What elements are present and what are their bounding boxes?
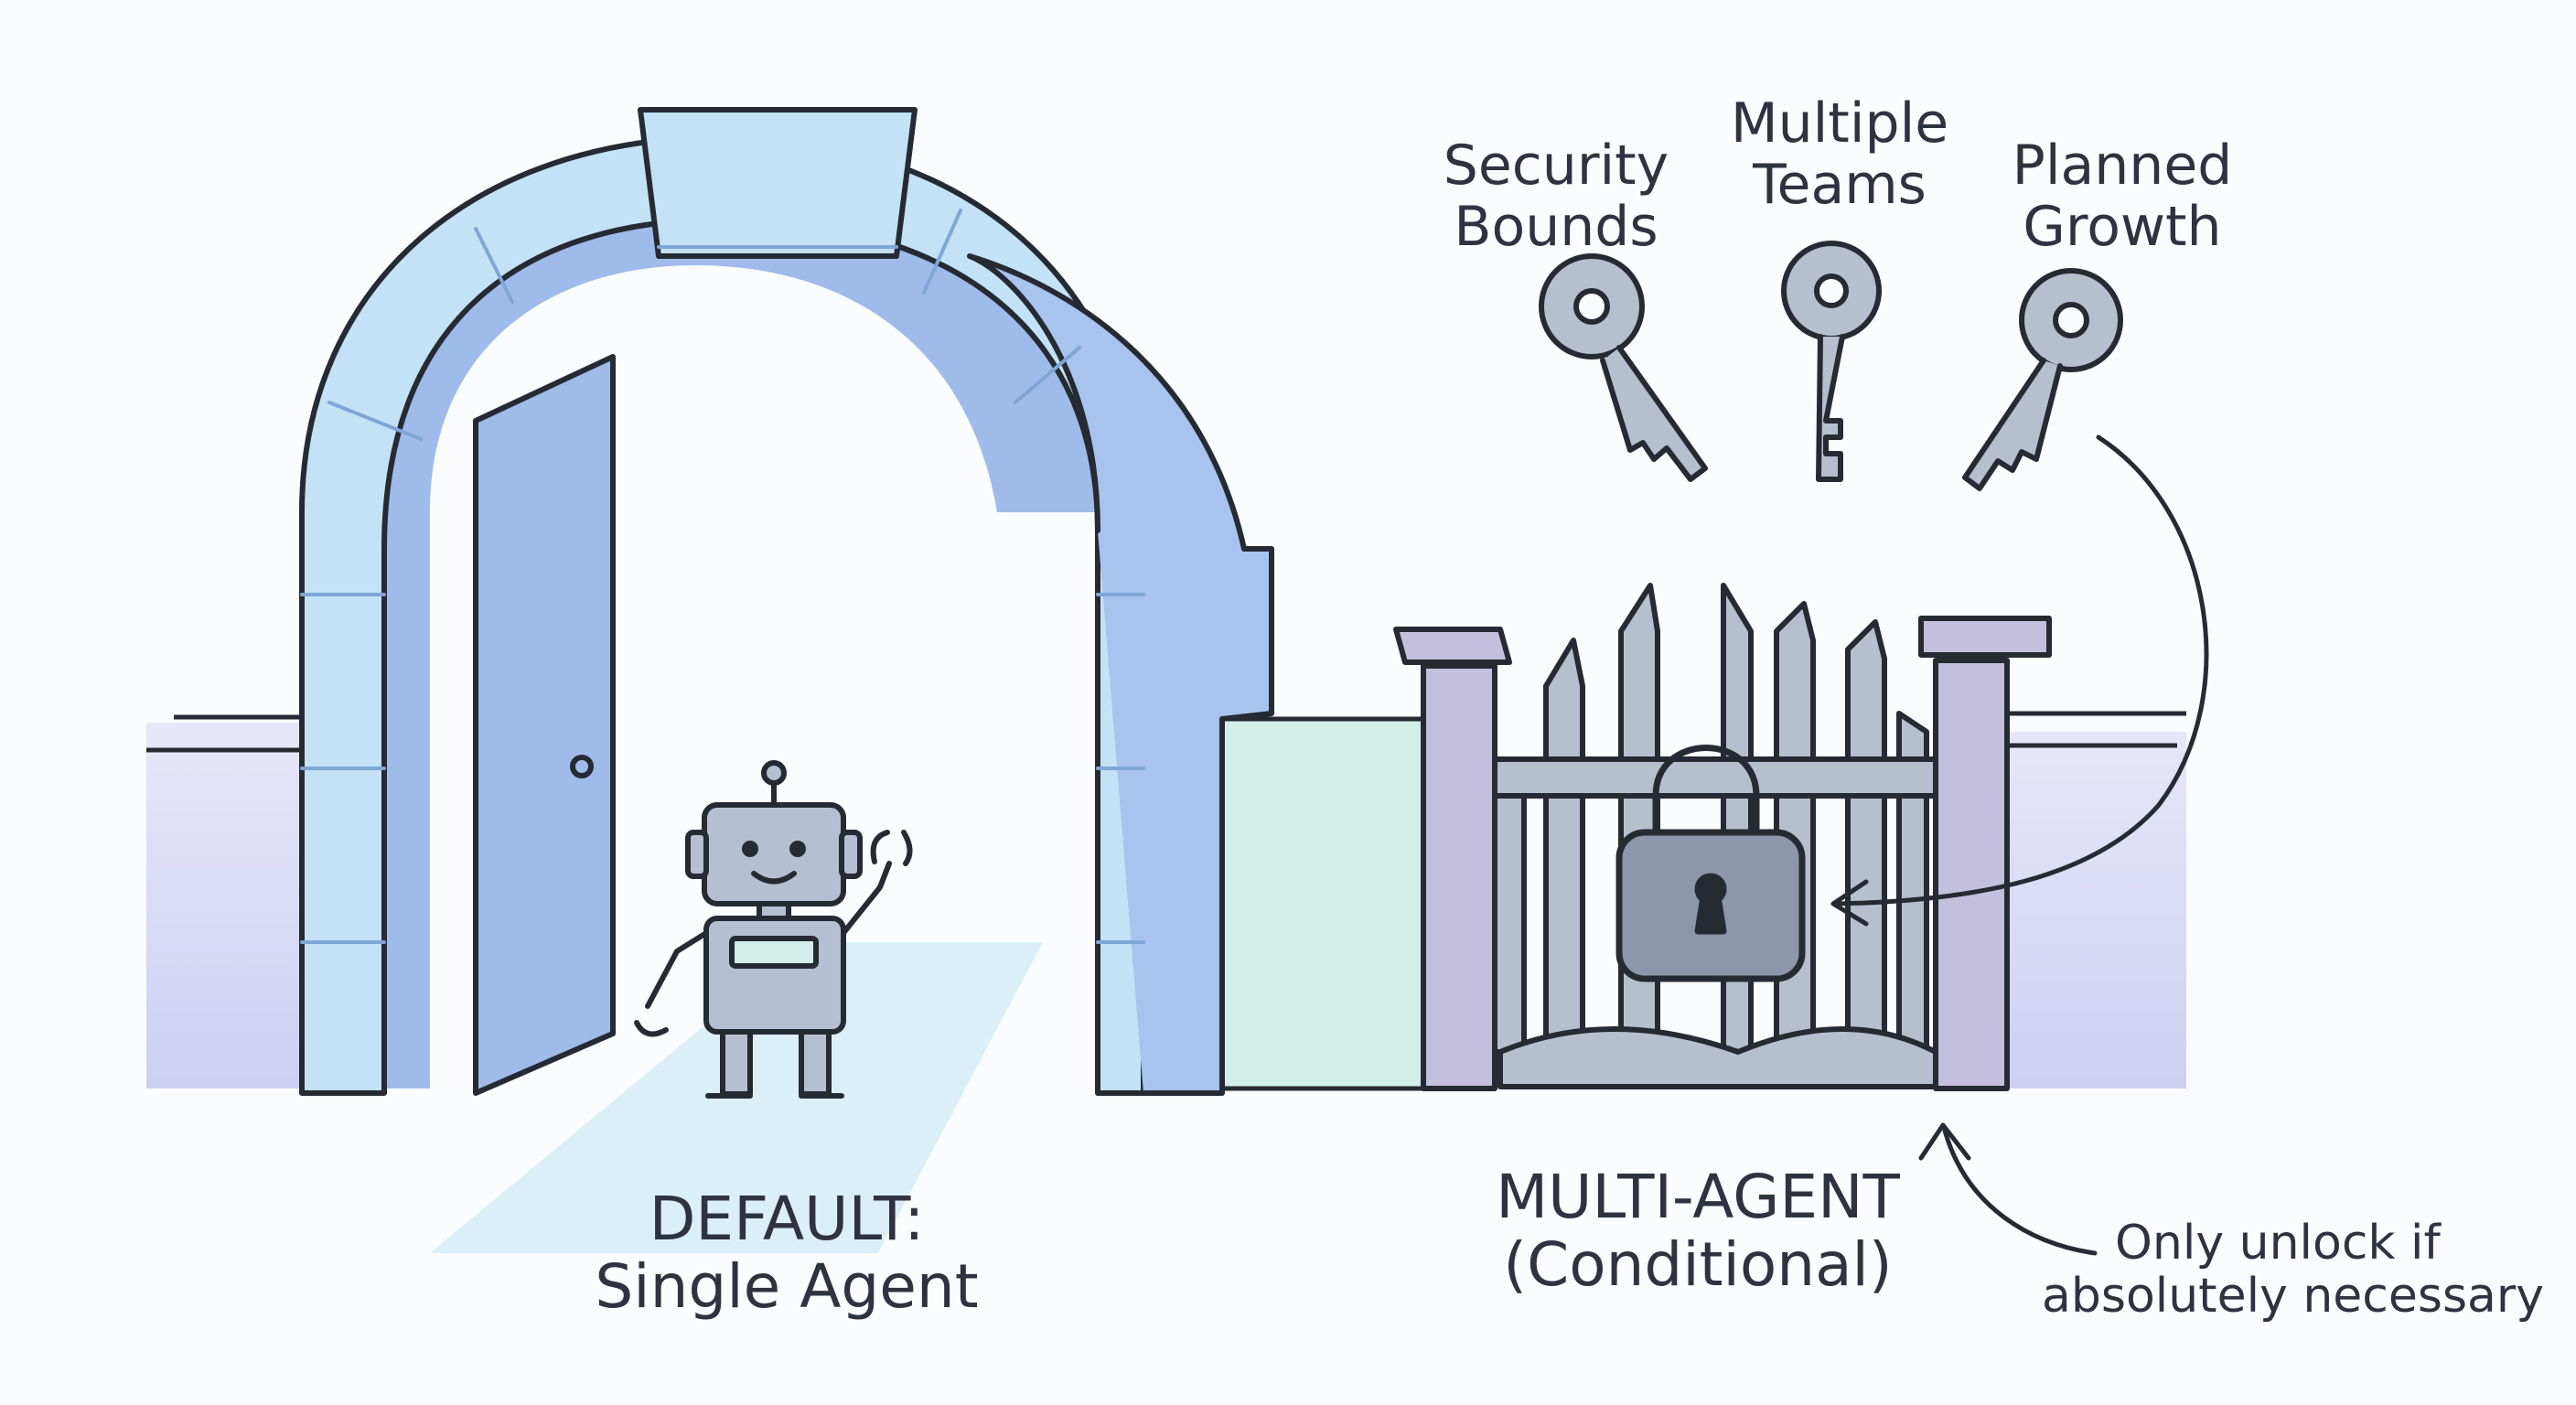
label-default: DEFAULT: Single Agent bbox=[567, 1185, 1006, 1321]
label-multiple-teams-line1: Multiple bbox=[1730, 91, 1949, 156]
label-planned-growth-line1: Planned bbox=[2012, 134, 2233, 198]
label-planned-growth-line2: Growth bbox=[2023, 195, 2222, 260]
label-security-bounds: Security Bounds bbox=[1405, 134, 1707, 260]
label-multi-agent: MULTI-AGENT (Conditional) bbox=[1442, 1164, 1954, 1299]
label-multiple-teams-line2: Teams bbox=[1753, 153, 1927, 218]
label-default-line1: DEFAULT: bbox=[649, 1184, 925, 1254]
padlock-icon bbox=[1615, 745, 1806, 982]
label-security-bounds-line1: Security bbox=[1443, 134, 1669, 198]
label-note-line2: absolutely necessary bbox=[2042, 1269, 2545, 1325]
arch-icon bbox=[299, 107, 1274, 1096]
door-icon bbox=[473, 354, 616, 1096]
label-security-bounds-line2: Bounds bbox=[1454, 195, 1658, 260]
label-note-line1: Only unlock if bbox=[2115, 1216, 2441, 1271]
label-default-line2: Single Agent bbox=[595, 1250, 979, 1322]
left-wall bbox=[146, 714, 311, 1089]
right-wall bbox=[2003, 711, 2186, 1089]
label-planned-growth: Planned Growth bbox=[1976, 134, 2269, 260]
robot-icon bbox=[634, 760, 913, 1099]
key-icon bbox=[1539, 241, 2123, 491]
label-note: Only unlock if absolutely necessary bbox=[2042, 1216, 2554, 1325]
label-multi-agent-line2: (Conditional) bbox=[1503, 1228, 1893, 1300]
middle-wall bbox=[1219, 716, 1426, 1091]
arrow-icon bbox=[1830, 434, 2209, 1256]
label-multi-agent-line1: MULTI-AGENT bbox=[1496, 1162, 1900, 1232]
label-multiple-teams: Multiple Teams bbox=[1689, 91, 1991, 218]
